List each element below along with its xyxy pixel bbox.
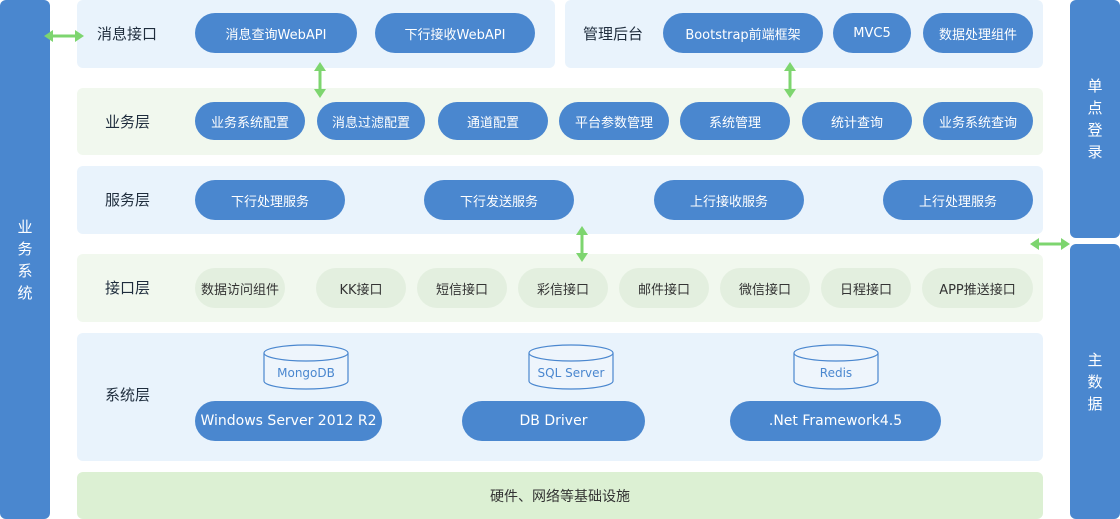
windows-server: Windows Server 2012 R2 [195,401,382,441]
redis-label: Redis [819,366,853,380]
admin-title: 管理后台 [583,25,644,43]
sms-interface: 短信接口 [417,268,507,308]
schedule-interface: 日程接口 [821,268,911,308]
master-data-label: 主数据 [1087,350,1103,413]
uplink-receiving-service: 上行接收服务 [654,180,804,220]
infrastructure-label: 硬件、网络等基础设施 [490,488,630,505]
message-interface-title: 消息接口 [97,25,158,43]
sso-bar: 单点登录 [1070,0,1120,238]
interface-layer-panel: 接口层 数据访问组件 KK接口 短信接口 彩信接口 邮件接口 微信接口 日程接口… [77,254,1043,322]
sqlserver-label: SQL Server [537,366,605,380]
admin-panel: 管理后台 Bootstrap前端框架 MVC5 数据处理组件 [565,0,1043,68]
vertical-double-arrow-icon [314,62,326,98]
downlink-receive-webapi: 下行接收WebAPI [375,13,535,53]
horizontal-double-arrow-icon [44,30,84,42]
service-layer-panel: 服务层 下行处理服务 下行发送服务 上行接收服务 上行处理服务 [77,166,1043,234]
business-system-label: 业务系统 [17,217,33,302]
message-filter-config: 消息过滤配置 [317,102,425,140]
app-push-interface: APP推送接口 [922,268,1033,308]
vertical-double-arrow-icon [576,226,588,262]
message-interface-panel: 消息接口 消息查询WebAPI 下行接收WebAPI [77,0,555,68]
platform-param-management: 平台参数管理 [559,102,669,140]
mongodb-label: MongoDB [277,366,335,380]
infrastructure-panel: 硬件、网络等基础设施 [77,472,1043,519]
sqlserver-database-icon: SQL Server [527,343,615,391]
mvc5: MVC5 [833,13,911,53]
master-data-bar: 主数据 [1070,244,1120,519]
redis-database-icon: Redis [792,343,880,391]
message-query-webapi: 消息查询WebAPI [195,13,357,53]
dotnet-framework: .Net Framework4.5 [730,401,941,441]
channel-config: 通道配置 [438,102,548,140]
data-access-component: 数据访问组件 [195,268,285,308]
wechat-interface: 微信接口 [720,268,810,308]
system-management: 系统管理 [680,102,790,140]
system-layer-title: 系统层 [105,386,151,404]
business-layer-title: 业务层 [105,113,151,131]
kk-interface: KK接口 [316,268,406,308]
sso-label: 单点登录 [1087,77,1103,161]
service-layer-title: 服务层 [105,191,151,209]
downlink-processing-service: 下行处理服务 [195,180,345,220]
email-interface: 邮件接口 [619,268,709,308]
downlink-sending-service: 下行发送服务 [424,180,574,220]
business-layer-panel: 业务层 业务系统配置 消息过滤配置 通道配置 平台参数管理 系统管理 统计查询 … [77,88,1043,155]
uplink-processing-service: 上行处理服务 [883,180,1033,220]
data-processing-component: 数据处理组件 [923,13,1033,53]
mongodb-database-icon: MongoDB [262,343,350,391]
interface-layer-title: 接口层 [105,279,151,297]
business-system-query: 业务系统查询 [923,102,1033,140]
mms-interface: 彩信接口 [518,268,608,308]
business-system-config: 业务系统配置 [195,102,305,140]
vertical-double-arrow-icon [784,62,796,98]
db-driver: DB Driver [462,401,645,441]
bootstrap-frontend: Bootstrap前端框架 [663,13,823,53]
system-layer-panel: 系统层 MongoDB SQL Server Redis Windows Ser… [77,333,1043,461]
business-system-bar: 业务系统 [0,0,50,519]
horizontal-double-arrow-icon [1030,238,1070,250]
statistics-query: 统计查询 [802,102,912,140]
